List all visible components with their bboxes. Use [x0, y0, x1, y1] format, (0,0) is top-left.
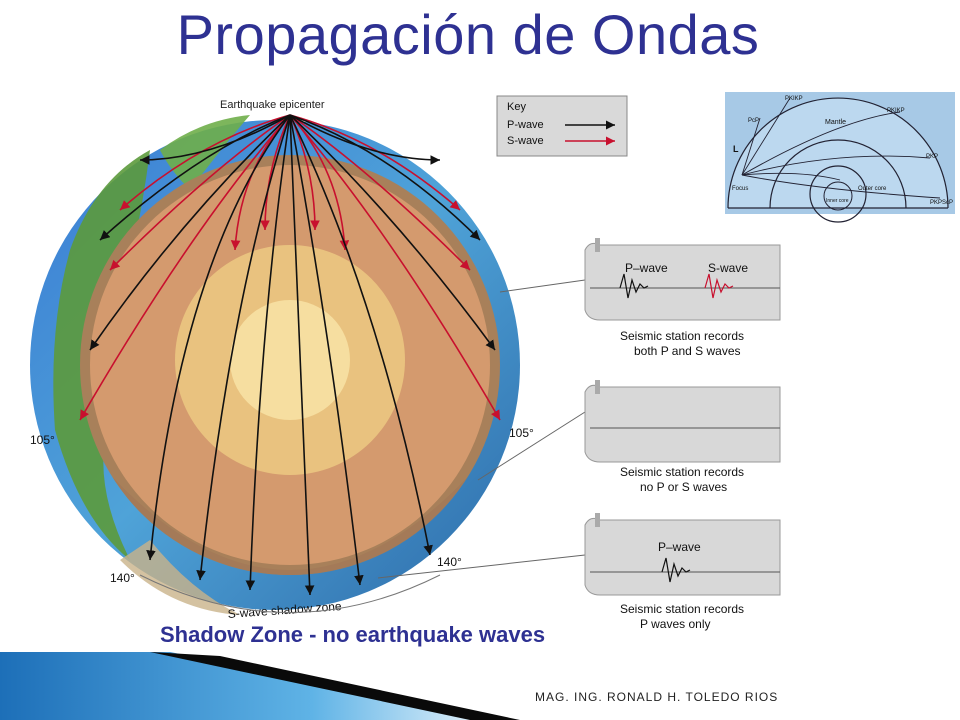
station3-p-label: P–wave: [658, 540, 701, 554]
bottom-banner: [0, 652, 960, 720]
inset-label-6: Outer core: [858, 186, 887, 192]
station3-line2: P waves only: [640, 617, 710, 631]
inset-label-8: PKPScP: [930, 200, 953, 206]
inset-label-5: Focus: [732, 186, 748, 192]
station1-s-label: S-wave: [708, 261, 748, 275]
station3-line1: Seismic station records: [620, 602, 744, 616]
station1-p-label: P–wave: [625, 261, 668, 275]
seismic-station-none: Seismic station records no P or S waves: [584, 380, 781, 494]
inset-label-2: PKIKP: [887, 108, 905, 114]
seismic-station-p-only: P–wave Seismic station records P waves o…: [584, 513, 781, 631]
page-title-text: Propagación de Ondas: [176, 3, 760, 66]
station2-line2: no P or S waves: [640, 480, 727, 494]
inset-label-1: PcP: [748, 118, 759, 124]
station1-line2: both P and S waves: [634, 344, 741, 358]
key-box: Key P-wave S-wave: [496, 95, 628, 157]
station2-line1: Seismic station records: [620, 465, 744, 479]
author-footer: MAG. ING. RONALD H. TOLEDO RIOS: [535, 690, 779, 704]
earth-cross-section: [80, 155, 500, 575]
inset-label-4: PKP: [926, 154, 938, 160]
inset-label-0: PKIKP: [785, 96, 803, 102]
angle-left-140: 140°: [110, 571, 135, 585]
key-title: Key: [507, 101, 526, 113]
shadow-zone-caption: Shadow Zone - no earthquake waves: [160, 622, 546, 647]
station-leaders: [377, 279, 586, 579]
key-p-label: P-wave: [507, 119, 544, 131]
key-s-label: S-wave: [507, 135, 544, 147]
station1-line1: Seismic station records: [620, 329, 744, 343]
angle-right-140: 140°: [437, 555, 462, 569]
inset-label-3: Mantle: [825, 119, 846, 126]
inset-earth-diagram: PKIKP PcP PKIKP Mantle PKP Focus Outer c…: [718, 88, 960, 228]
inset-label-7: Inner core: [826, 198, 849, 204]
seismic-station-both: P–wave S-wave Seismic station records bo…: [584, 238, 781, 358]
angle-left-105: 105°: [30, 433, 55, 447]
page-title: Propagación de Ondas: [0, 2, 960, 67]
inset-label-9: L: [733, 144, 739, 154]
epicenter-label: Earthquake epicenter: [220, 99, 325, 111]
angle-right-105: 105°: [509, 426, 534, 440]
p-wave-rays: [89, 114, 496, 596]
